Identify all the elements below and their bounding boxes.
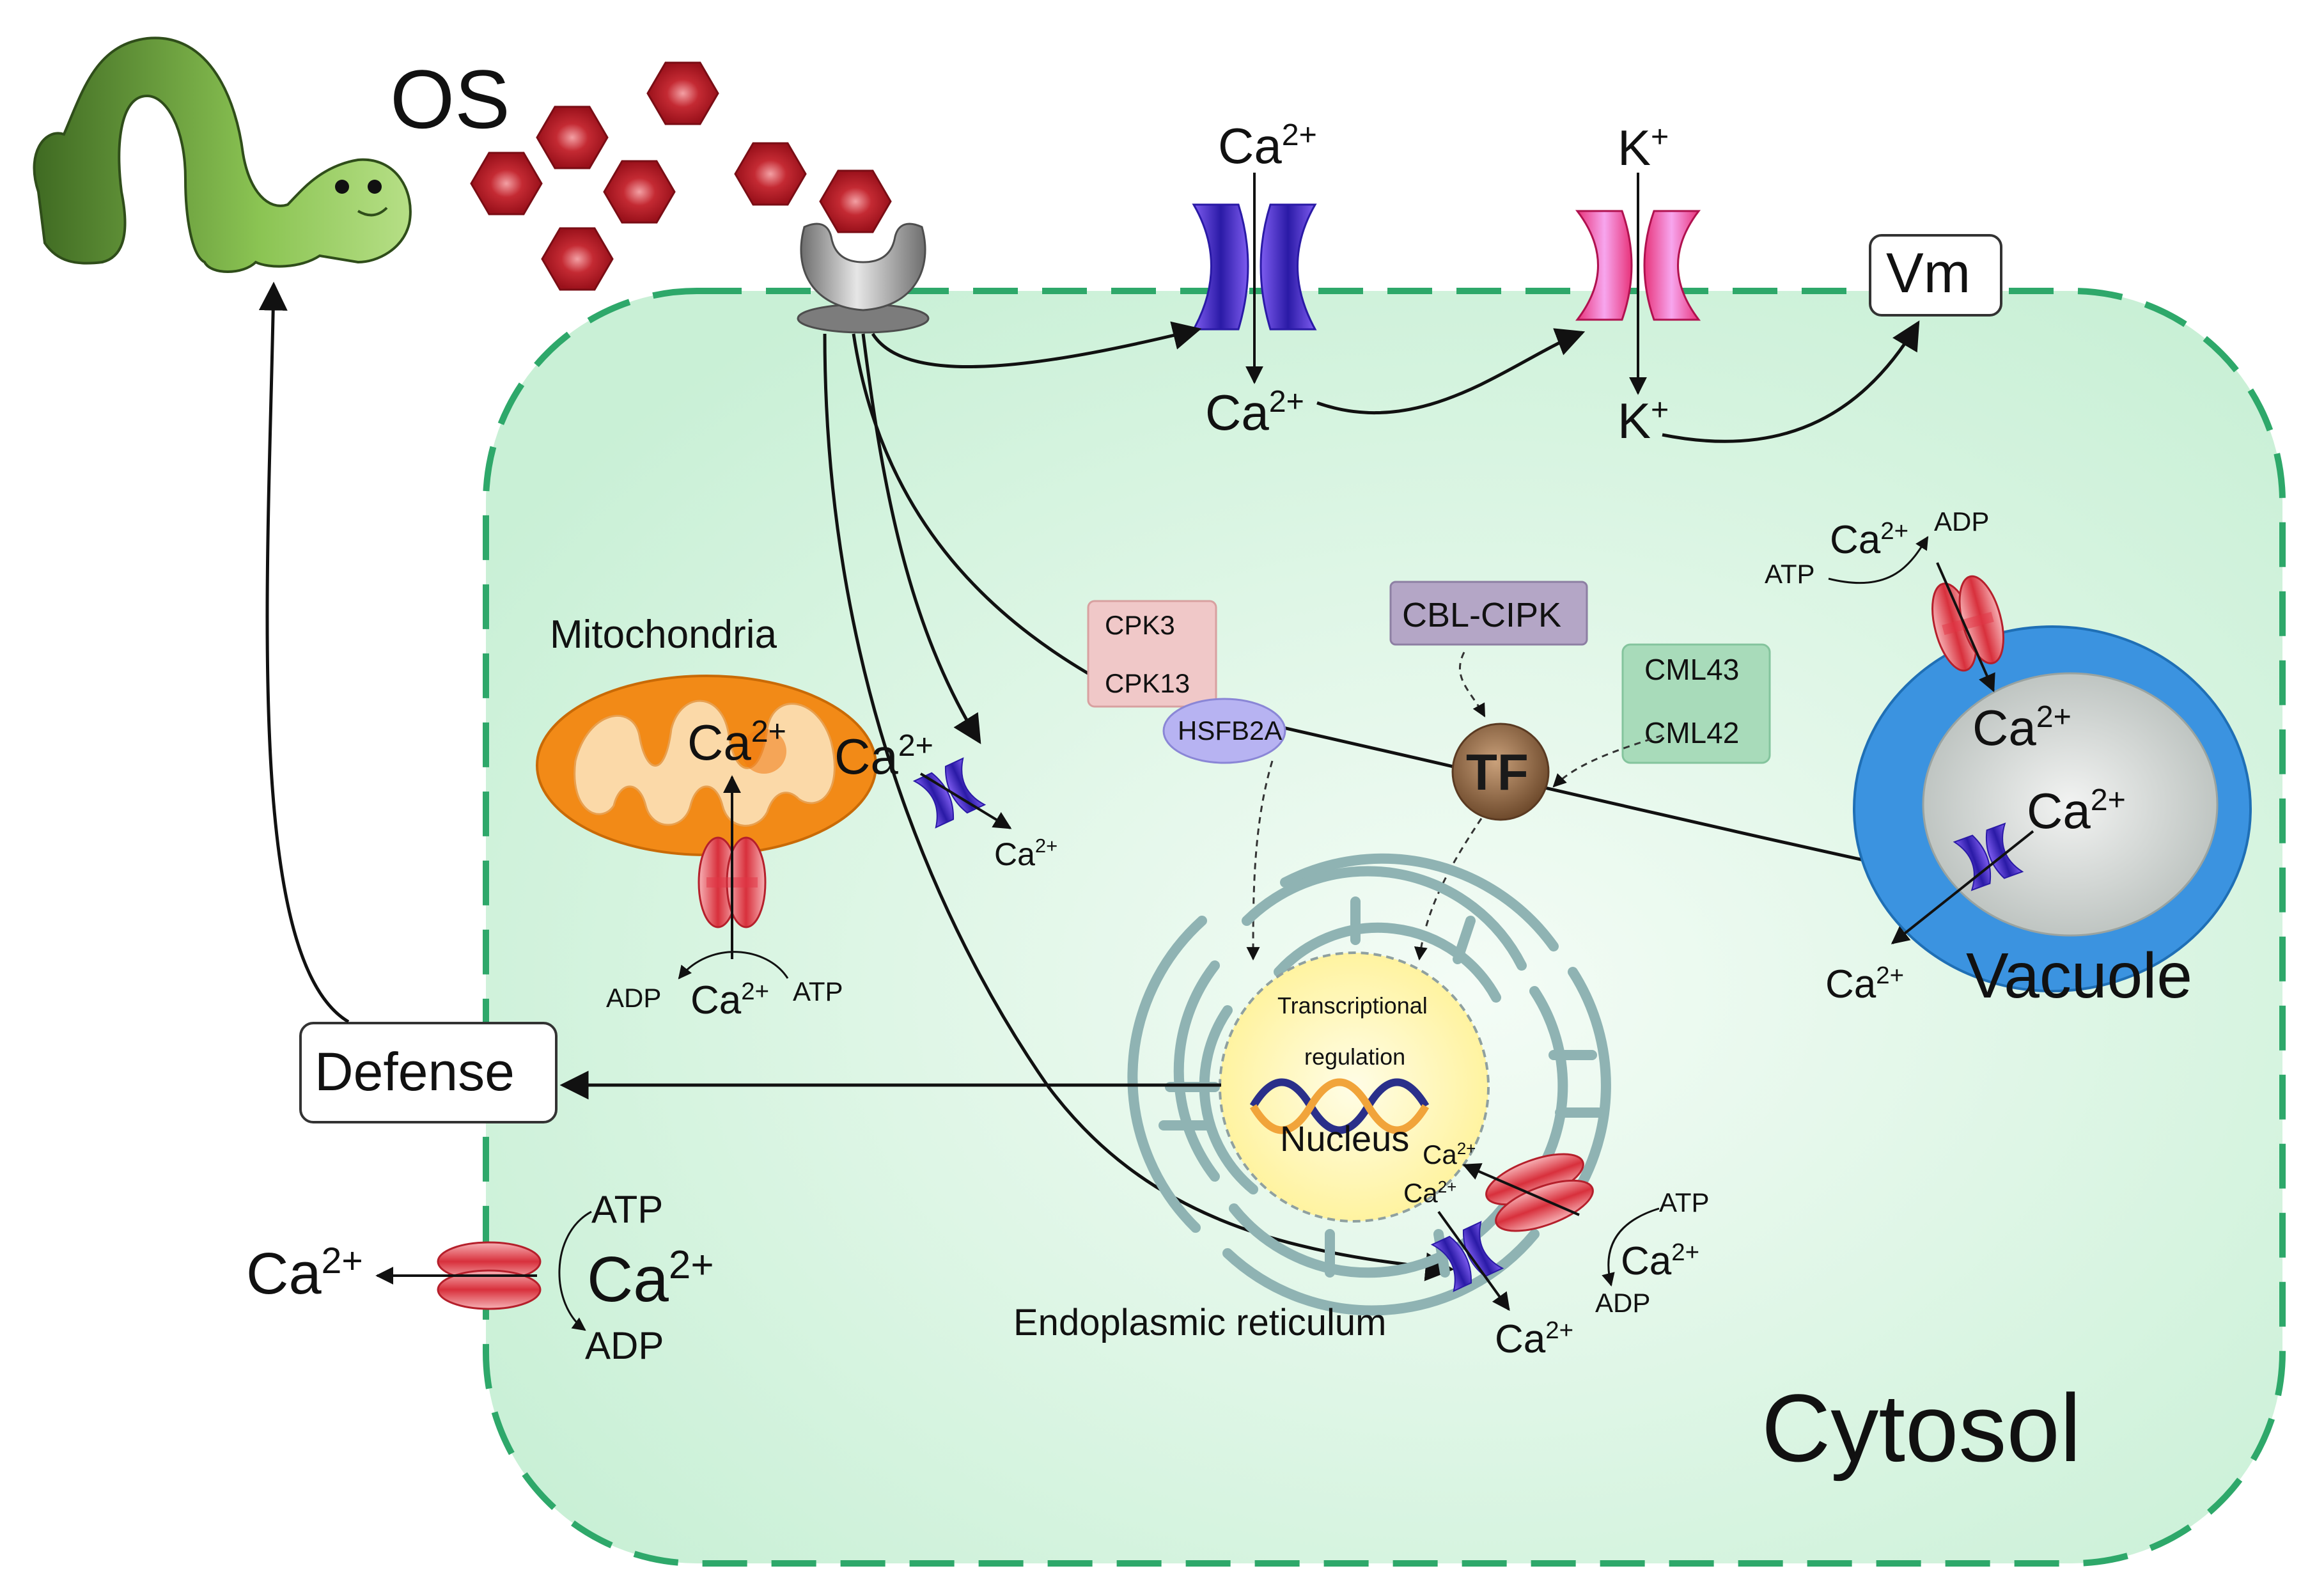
mitochondria-label: Mitochondria	[550, 613, 777, 657]
tf-node	[1451, 723, 1550, 821]
elicitor-hexagon-icon	[819, 169, 892, 233]
vac-lumen-ca-label: Ca2+	[1972, 700, 2071, 756]
er-out-ca-label: Ca2+	[1495, 1317, 1573, 1361]
transcriptional-label: Transcriptional	[1277, 992, 1428, 1019]
er-adp-label: ADP	[1595, 1288, 1650, 1318]
ca-outside-label: Ca2+	[1218, 118, 1317, 174]
elicitor-hexagon-icon	[646, 61, 719, 125]
hsfb2a-label: HSFB2A	[1178, 716, 1282, 746]
vac-adp-label: ADP	[1934, 506, 1989, 536]
cpk13-label: CPK13	[1105, 668, 1190, 698]
mito-matrix-ca-label: Ca2+	[687, 714, 786, 771]
er-atp-label: ATP	[1659, 1187, 1710, 1217]
pm-adp-label: ADP	[585, 1324, 664, 1367]
pm-atp-label: ATP	[591, 1188, 663, 1231]
defense-label: Defense	[315, 1042, 515, 1102]
cml42-label: CML42	[1644, 716, 1739, 749]
vm-box	[1869, 234, 2002, 317]
hsfb2a-node	[1162, 698, 1286, 764]
defense-box	[299, 1022, 558, 1123]
caterpillar-icon	[33, 36, 412, 273]
potassium-channel-icon	[1575, 210, 1701, 321]
os-label: OS	[390, 52, 510, 146]
pm-ca-label: Ca2+	[587, 1243, 714, 1315]
vacuole-label: Vacuole	[1966, 940, 2192, 1012]
vm-label: Vm	[1886, 241, 1970, 304]
elicitor-hexagon-icon	[734, 142, 807, 206]
calcium-channel-icon	[1192, 203, 1317, 331]
vac-out-ca-label: Ca2+	[1825, 962, 1904, 1006]
cbl-cipk-label: CBL-CIPK	[1402, 596, 1561, 634]
elicitor-hexagon-icon	[603, 160, 676, 224]
regulation-label: regulation	[1304, 1044, 1405, 1070]
elicitor-hexagon-icon	[536, 106, 609, 169]
er-pump-ca-label: Ca2+	[1621, 1239, 1699, 1283]
mito-ims-ca-label: Ca2+	[834, 728, 933, 785]
mito-adp-label: ADP	[606, 983, 661, 1013]
mitochondria	[536, 675, 877, 856]
nuc-ca-label-1: Ca2+	[1423, 1139, 1476, 1170]
cml-box	[1621, 643, 1771, 764]
ca-inside-label: Ca2+	[1205, 384, 1304, 441]
mito-pump-ca-label: Ca2+	[690, 978, 769, 1022]
receptor-icon	[797, 223, 930, 334]
k-inside-label: K+	[1618, 393, 1669, 449]
vac-lumen-ca-label-2: Ca2+	[2027, 783, 2126, 839]
mito-out-ca-label: Ca2+	[994, 834, 1057, 872]
pm-out-ca-label: Ca2+	[246, 1240, 363, 1306]
cpk-box	[1087, 600, 1217, 708]
cpk3-label: CPK3	[1105, 610, 1175, 640]
vac-pump-ca-label: Ca2+	[1830, 517, 1908, 562]
vac-atp-label: ATP	[1765, 559, 1815, 589]
er-label: Endoplasmic reticulum	[1013, 1302, 1386, 1343]
elicitor-hexagon-icon	[541, 227, 614, 291]
cytosol-label: Cytosol	[1761, 1374, 2081, 1482]
nucleus-label: Nucleus	[1280, 1118, 1409, 1159]
cbl-cipk-box	[1389, 581, 1588, 646]
mito-atp-label: ATP	[793, 976, 843, 1006]
nuc-ca-label-2: Ca2+	[1403, 1177, 1456, 1208]
dna-helix-icon	[1249, 1078, 1430, 1134]
elicitor-hexagon-icon	[470, 152, 543, 215]
tf-label: TF	[1466, 744, 1529, 801]
cml43-label: CML43	[1644, 653, 1739, 686]
k-outside-label: K+	[1618, 120, 1669, 176]
elicitor-hexagons	[470, 61, 892, 291]
